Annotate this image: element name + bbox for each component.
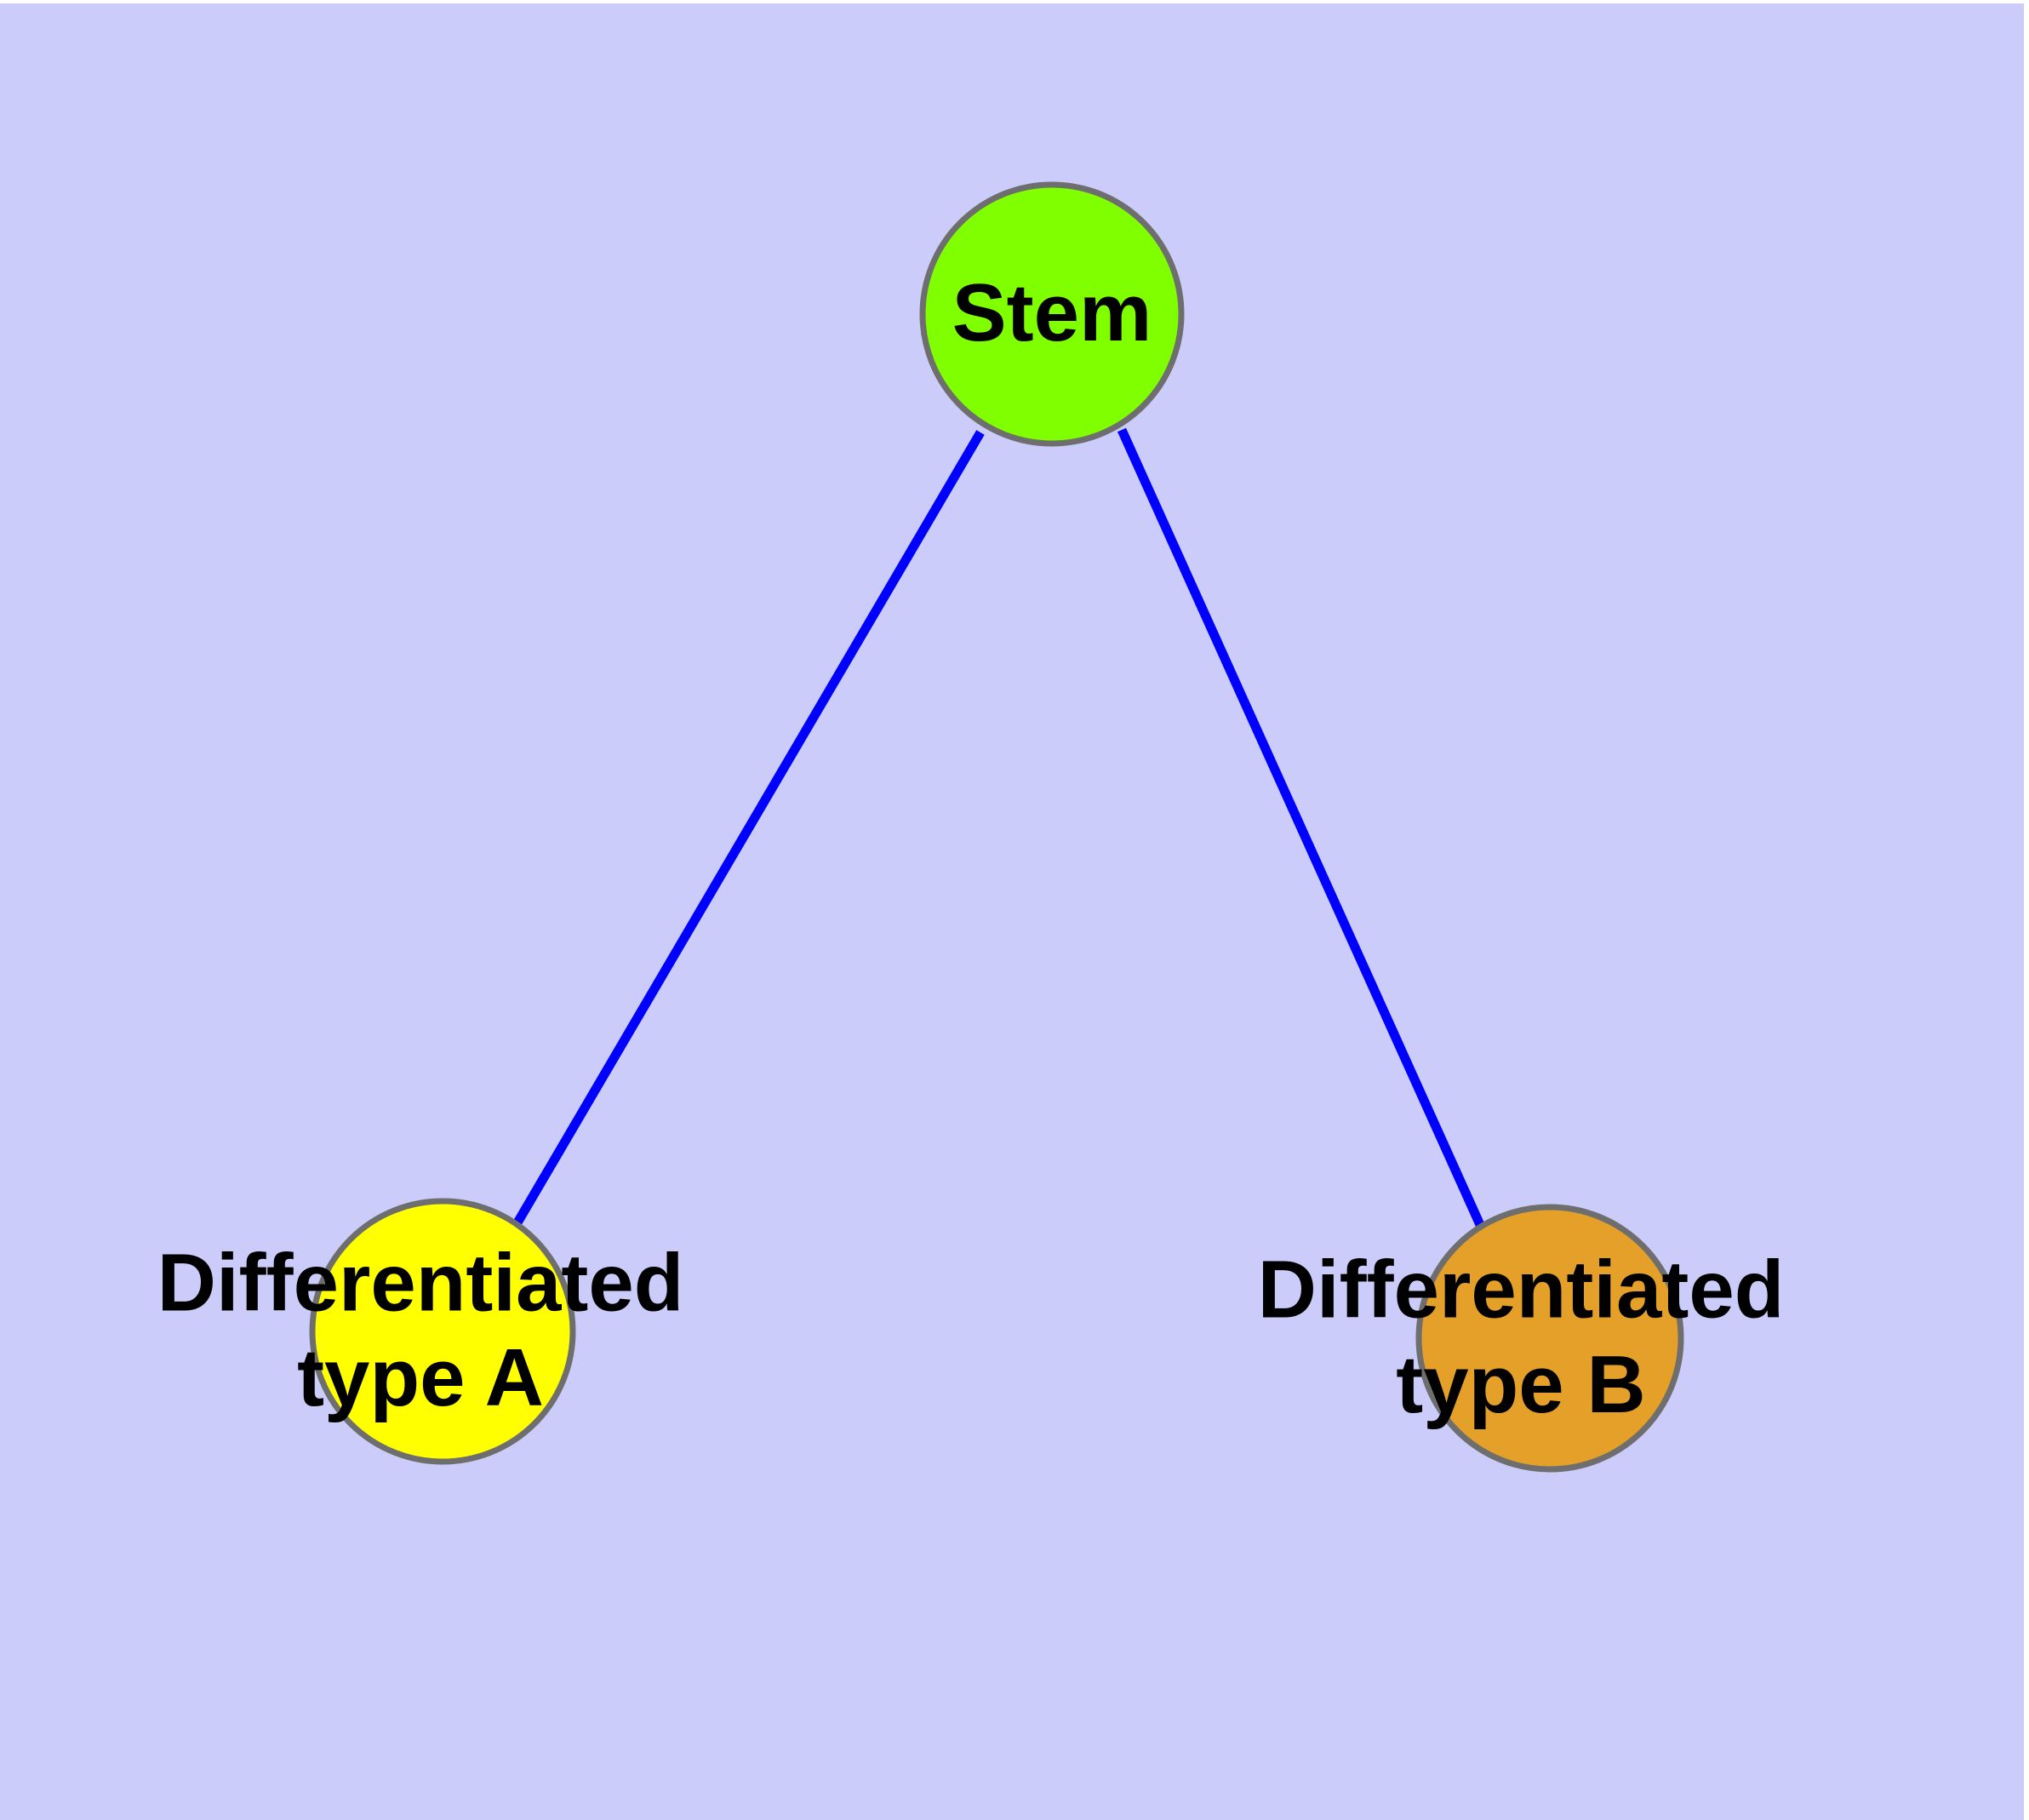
- graph-node-diff_b[interactable]: [1415, 1204, 1684, 1473]
- graph-edge-stem-to-diff-b: [1117, 427, 1486, 1229]
- graph-node-label-stem: Stem: [952, 267, 1152, 358]
- graph-edge-stem-to-diff-a: [512, 430, 985, 1227]
- label-line: Differentiated: [1258, 1245, 1785, 1336]
- label-line: type B: [1396, 1339, 1645, 1430]
- graph-node-diff_a[interactable]: [309, 1198, 576, 1465]
- nodes-layer: [309, 181, 1684, 1473]
- label-line: Differentiated: [157, 1238, 684, 1329]
- label-line: type A: [297, 1332, 544, 1423]
- edges-layer: [512, 427, 1486, 1229]
- graph-node-stem[interactable]: [919, 181, 1185, 447]
- label-line: Stem: [952, 267, 1152, 358]
